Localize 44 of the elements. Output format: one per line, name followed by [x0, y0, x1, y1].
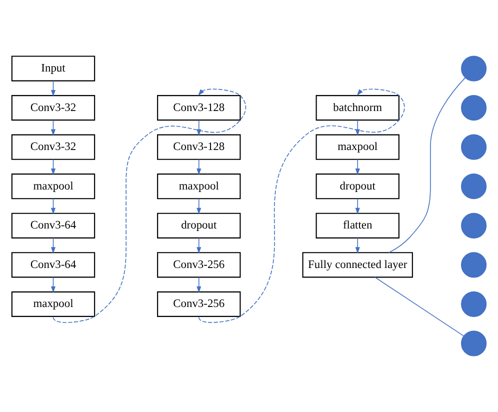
node-box: Conv3-64 — [11, 252, 96, 278]
arrow — [355, 159, 360, 176]
node-box: dropout — [157, 212, 241, 238]
node-box: maxpool — [11, 174, 96, 200]
node-circle — [461, 212, 487, 238]
arrow — [198, 88, 405, 323]
node-box: maxpool — [157, 174, 241, 200]
node-box: maxpool — [316, 134, 400, 160]
node-box: Conv3-32 — [11, 95, 96, 121]
node-box: Conv3-128 — [157, 95, 241, 121]
node-circle — [461, 134, 487, 160]
node-box: Conv3-256 — [157, 252, 241, 278]
connector — [374, 276, 464, 336]
node-box: Conv3-256 — [157, 291, 241, 317]
node-box: Conv3-32 — [11, 134, 96, 160]
node-circle — [461, 252, 487, 278]
node-box: maxpool — [11, 291, 96, 317]
arrow — [355, 120, 360, 136]
node-circle — [461, 291, 487, 317]
node-box: Conv3-64 — [11, 212, 96, 238]
arrow — [196, 120, 202, 136]
node-circle — [461, 56, 487, 82]
arrow — [355, 238, 360, 254]
arrow — [355, 198, 360, 214]
node-box: batchnorm — [316, 95, 400, 121]
arrow — [196, 276, 202, 293]
node-box: dropout — [316, 174, 400, 200]
arrow — [196, 238, 202, 254]
arrow — [196, 159, 202, 176]
node-box: Fully connected layer — [302, 252, 413, 278]
arrow — [50, 159, 56, 176]
node-box: Conv3-128 — [157, 134, 241, 160]
arrow — [50, 276, 56, 293]
arrow — [52, 88, 246, 323]
node-circle — [461, 174, 487, 200]
node-circle — [461, 95, 487, 121]
node-box: Input — [11, 56, 96, 82]
arrow — [50, 80, 56, 97]
arrow — [50, 238, 56, 254]
arrow — [50, 198, 56, 214]
arrow — [196, 198, 202, 214]
node-box: flatten — [316, 212, 400, 238]
node-circle — [461, 330, 487, 356]
arrow — [50, 120, 56, 136]
